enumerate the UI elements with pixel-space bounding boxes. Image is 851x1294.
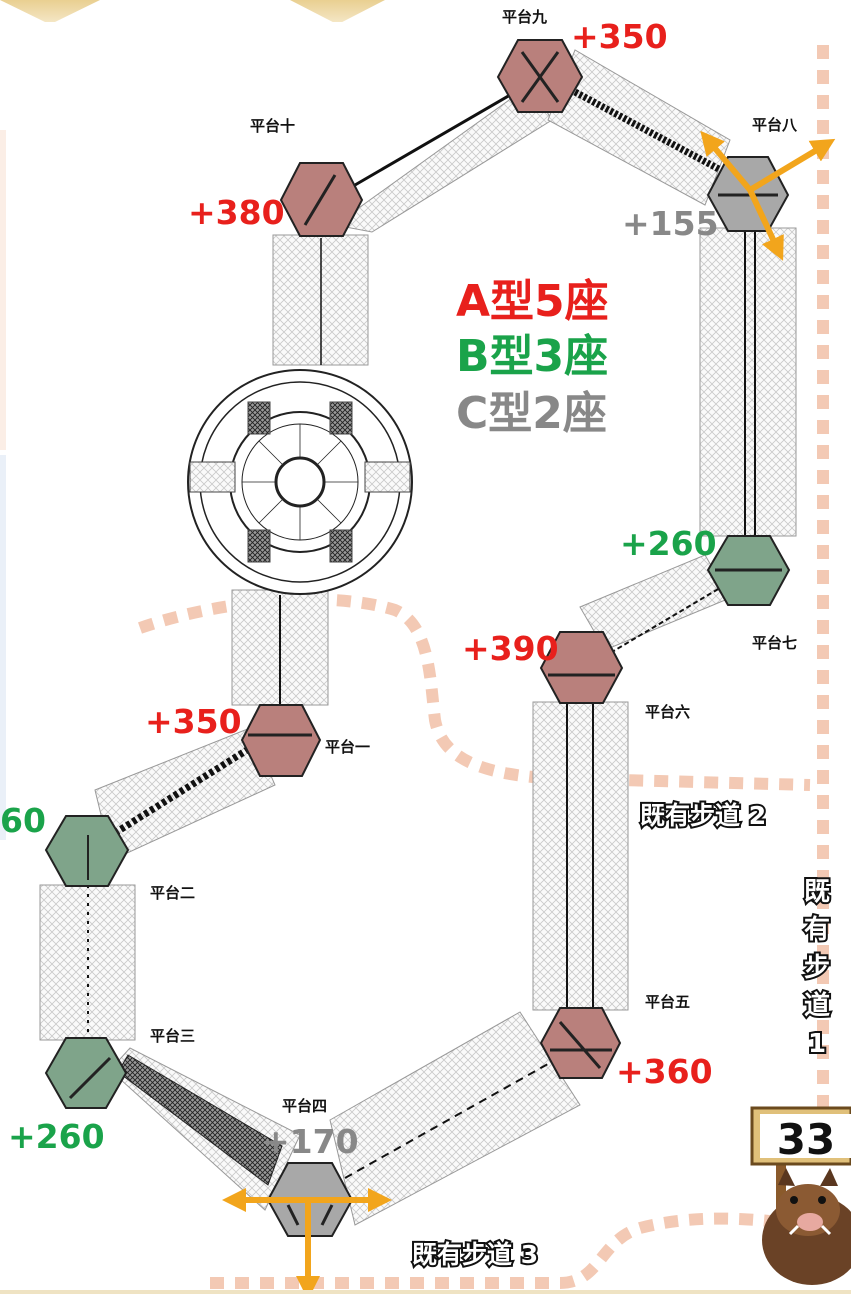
platform-5-label: 平台五 [645,993,690,1011]
svg-text:步: 步 [804,952,830,983]
boar-mascot [750,1106,851,1285]
observation-tower [187,369,413,595]
platform-9-elevation: +350 [571,17,668,56]
platform-9-hex [496,39,584,113]
platform-1-elevation: +350 [145,702,242,741]
platform-7-elevation: +260 [620,524,717,563]
legend-type-c: C型2座 [456,388,607,439]
platform-8-label: 平台八 [752,116,798,134]
bridge-deck-details [87,88,756,1179]
deck-p10-p9 [354,93,511,187]
platform-6-label: 平台六 [645,703,690,721]
bottom-ground-strip [0,1290,851,1294]
platform-2-label: 平台二 [150,884,195,902]
trail-2-path [138,593,811,791]
platform-4-label: 平台四 [282,1097,327,1115]
legend-type-a: A型5座 [456,276,609,327]
platform-10-elevation: +380 [188,193,285,232]
deck-p5-p4 [344,1059,556,1179]
platform-9-label: 平台九 [502,8,547,26]
platform-6-hex [539,631,624,704]
platform-5-elevation: +360 [616,1052,713,1091]
direction-arrows [222,130,836,1294]
platform-3-label: 平台三 [150,1027,195,1045]
platform-4-elevation: +170 [262,1122,359,1161]
svg-text:道: 道 [804,990,830,1021]
walkway-p6-p5 [532,701,629,1011]
svg-text:既: 既 [804,877,830,907]
platform-10-hex [279,162,364,237]
platforms [44,39,791,1237]
arrow-p8-nw [700,130,753,192]
platform-7-hex [706,535,791,606]
platform-3-elevation: +260 [8,1117,105,1156]
existing-trail-3-label: 既有步道 3 [412,1240,538,1269]
platform-1-hex [240,704,322,777]
trail-3-path [210,1212,781,1289]
existing-trails [138,45,829,1289]
walkway-p8-p7 [699,227,797,537]
svg-text:1: 1 [808,1029,826,1059]
walkway-p2-p3 [39,884,136,1041]
svg-text:有: 有 [804,915,830,945]
platform-5-hex [539,1007,622,1079]
left-edge-panel-middle [0,455,6,840]
platform-2-hex [44,815,130,887]
stair-ramp-p3-p4 [117,1054,283,1186]
existing-trail-2-label: 既有步道 2 [640,801,766,830]
platform-1-label: 平台一 [325,738,370,756]
existing-trail-1-label: 既 有 步 道 1 [802,875,832,1061]
platform-2-elevation: 60 [0,801,46,840]
deck-p9-p8 [573,88,732,179]
arrow-p8-ne [748,138,836,193]
legend-type-b: B型3座 [456,331,608,382]
platform-10-label: 平台十 [250,117,295,135]
platform-7-label: 平台七 [752,634,797,652]
page-number: 33 [777,1115,835,1164]
arrow-p8-se [747,188,784,261]
platform-8-hex [706,156,790,232]
platform-6-elevation: +390 [462,629,559,668]
platform-3-hex [44,1037,128,1109]
platform-8-elevation: +155 [622,204,719,243]
left-edge-panel-top [0,130,6,450]
